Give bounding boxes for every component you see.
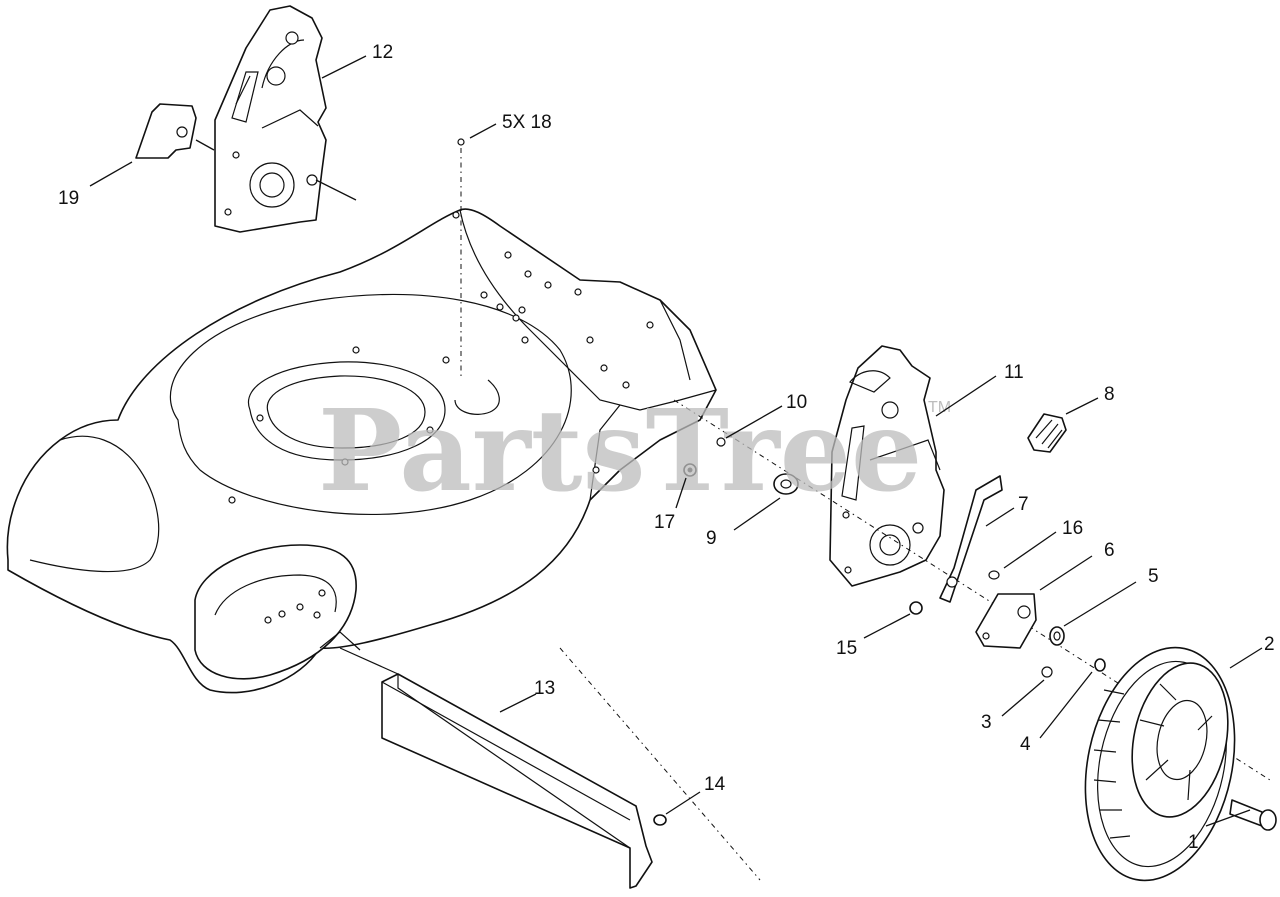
callout-1: 1: [1188, 832, 1199, 853]
washer-16[interactable]: [988, 570, 1000, 580]
callout-15: 15: [836, 638, 857, 659]
callout-8: 8: [1104, 384, 1115, 405]
callout-6: 6: [1104, 540, 1115, 561]
callout-9: 9: [706, 528, 717, 549]
callout-4: 4: [1020, 734, 1031, 755]
knob-8[interactable]: [1027, 413, 1067, 453]
callout-17: 17: [654, 512, 675, 533]
wheel-2[interactable]: [1065, 634, 1277, 892]
bracket-19[interactable]: [135, 103, 215, 159]
callout-11: 11: [1004, 362, 1024, 383]
bushing-9[interactable]: [773, 473, 799, 495]
callout-10: 10: [786, 392, 807, 413]
mower-deck[interactable]: [6, 208, 717, 694]
baffle-13[interactable]: [339, 647, 653, 889]
washer-5[interactable]: [1049, 626, 1065, 646]
callout-2: 2: [1264, 634, 1275, 655]
nut-17[interactable]: [683, 463, 697, 477]
bolt-4[interactable]: [1094, 658, 1106, 672]
spring-7[interactable]: [939, 475, 1003, 603]
bolt-14[interactable]: [653, 814, 667, 826]
callout-18: 5X 18: [502, 112, 552, 133]
plate-6[interactable]: [975, 593, 1037, 649]
bolt-15[interactable]: [909, 601, 923, 615]
callout-7: 7: [1018, 494, 1029, 515]
callout-3: 3: [981, 712, 992, 733]
bolt-10[interactable]: [716, 437, 726, 447]
washer-3[interactable]: [1041, 666, 1053, 678]
callout-12: 12: [372, 42, 393, 63]
callout-19: 19: [58, 188, 79, 209]
height-adjuster-left[interactable]: [214, 5, 357, 233]
callout-13: 13: [534, 678, 555, 699]
callout-16: 16: [1062, 518, 1083, 539]
callout-14: 14: [704, 774, 726, 795]
watermark-trademark: TM: [928, 399, 951, 416]
callout-5: 5: [1148, 566, 1159, 587]
screw-18[interactable]: [457, 138, 465, 378]
watermark-logo: PartsTree: [318, 386, 922, 517]
height-adjuster-right[interactable]: [829, 345, 945, 587]
axle-centerline-lower: [559, 647, 761, 881]
